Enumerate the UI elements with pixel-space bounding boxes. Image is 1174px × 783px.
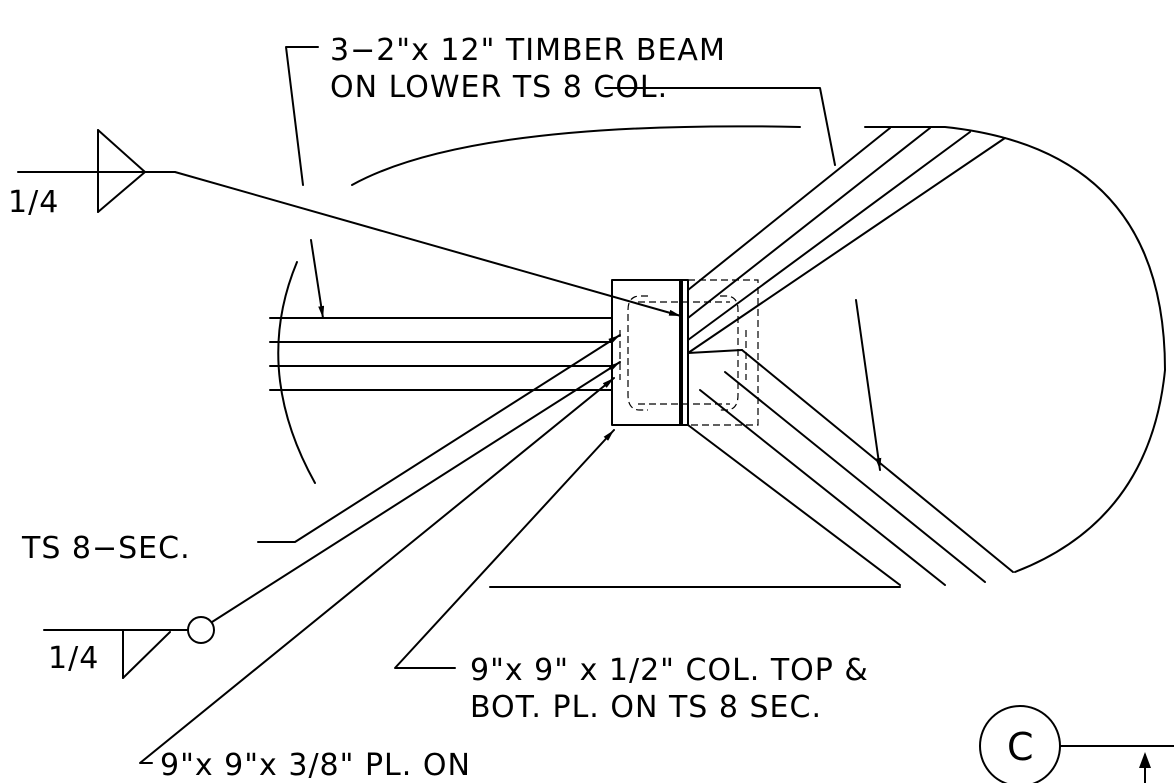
- weld-bottom-size: 1/4: [48, 641, 99, 676]
- ts-sec-leader: [257, 334, 621, 543]
- timber-beam-diagonal-lower: [687, 349, 1014, 586]
- timber-beam-horizontal: [269, 317, 613, 391]
- weld-bottom-leader: [211, 361, 621, 623]
- beam-leader-left: [285, 46, 319, 186]
- beam-leader-right-arrow: [855, 299, 882, 471]
- column-plate-assembly: [611, 279, 759, 426]
- beam-label-line1: 3−2"x 12" TIMBER BEAM: [330, 33, 726, 68]
- plate-leader: [394, 429, 615, 669]
- section-marker-letter: C: [1007, 725, 1034, 769]
- plate-label-line2: BOT. PL. ON TS 8 SEC.: [470, 690, 822, 725]
- boundary-outline: [277, 125, 1166, 588]
- plate-bottom-label: 9"x 9"x 3/8" PL. ON: [160, 748, 471, 783]
- plate-label-line1: 9"x 9" x 1/2" COL. TOP &: [470, 653, 869, 688]
- timber-beam-diagonal-upper: [687, 127, 1006, 354]
- section-marker: [979, 705, 1174, 783]
- beam-leader-right: [604, 87, 836, 166]
- beam-leader-left-arrow: [310, 239, 325, 319]
- ts-sec-label: TS 8−SEC.: [21, 531, 191, 566]
- weld-top-leader: [144, 171, 682, 317]
- weld-top-size: 1/4: [8, 185, 59, 220]
- weld-symbol-bottom: [43, 616, 215, 679]
- plate-bottom-leader: [139, 377, 615, 764]
